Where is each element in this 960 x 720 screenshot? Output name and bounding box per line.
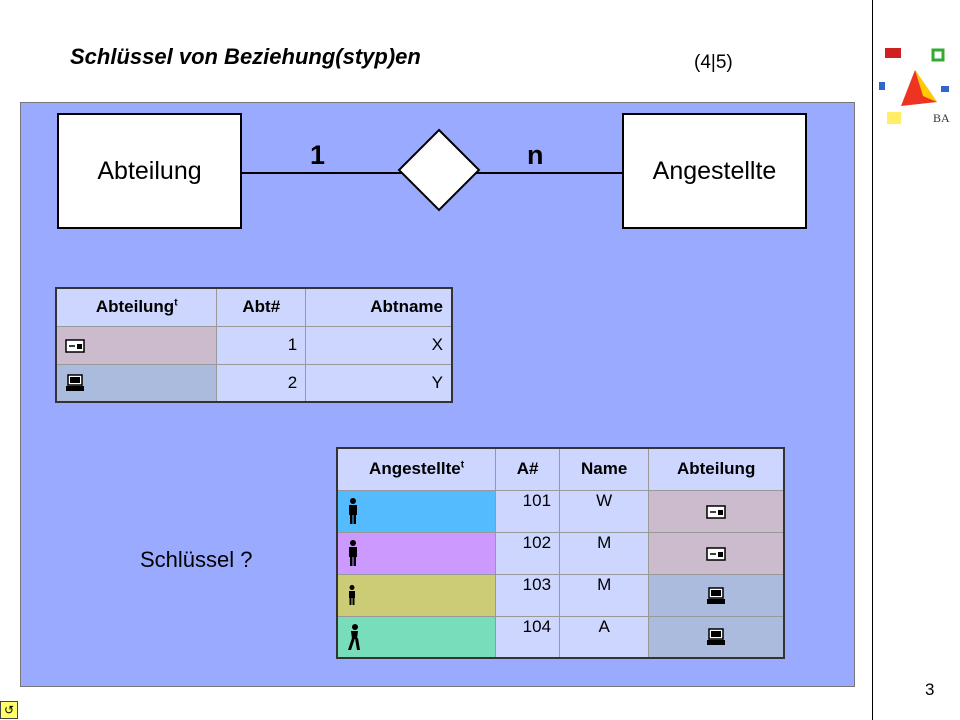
table-angestellte: Angestelltet A# Name Abteilung 101 W 102… xyxy=(336,447,785,659)
cell-abt: 1 xyxy=(216,325,307,365)
cell-dept xyxy=(648,615,785,659)
table-header-row: Abteilungt Abt# Abtname xyxy=(55,287,453,327)
relationship-diamond xyxy=(397,128,481,212)
cell-a: 102 xyxy=(495,531,561,575)
table-abteilung: Abteilungt Abt# Abtname 1 X 2 Y xyxy=(55,287,453,403)
cell-name: W xyxy=(559,489,650,533)
cell-dept xyxy=(648,573,785,617)
navigation-icon[interactable]: ↺ xyxy=(0,701,18,719)
person-icon xyxy=(349,498,357,524)
row-icon-cell xyxy=(336,531,497,575)
cell-name: M xyxy=(559,531,650,575)
table-row: 103 M xyxy=(336,573,785,617)
cell-a: 101 xyxy=(495,489,561,533)
entity-angestellte: Angestellte xyxy=(622,113,807,229)
row-icon-cell xyxy=(336,489,497,533)
cell-abt: 2 xyxy=(216,363,307,403)
row-icon-cell xyxy=(55,325,218,365)
entity-abteilung: Abteilung xyxy=(57,113,242,229)
cell-abtname: X xyxy=(305,325,453,365)
header-type: Abteilungt xyxy=(55,287,218,327)
folder-icon xyxy=(706,504,726,519)
row-icon-cell xyxy=(336,573,497,617)
cell-dept xyxy=(648,531,785,575)
table-row: 102 M xyxy=(336,531,785,575)
header-abteilung: Abteilung xyxy=(648,447,785,491)
header-abtname: Abtname xyxy=(305,287,453,327)
header-a-key: A# xyxy=(495,447,561,491)
person-walking-icon xyxy=(348,623,360,650)
cell-abtname: Y xyxy=(305,363,453,403)
institution-logo: BA xyxy=(879,48,950,125)
table-header-row: Angestelltet A# Name Abteilung xyxy=(336,447,785,491)
slide-title: Schlüssel von Beziehung(styp)en xyxy=(70,44,421,69)
cell-name: M xyxy=(559,573,650,617)
cell-dept xyxy=(648,489,785,533)
person-icon xyxy=(349,540,357,566)
cell-name: A xyxy=(559,615,650,659)
computer-icon xyxy=(707,586,726,604)
computer-icon xyxy=(707,628,726,646)
person-icon xyxy=(349,585,355,606)
row-icon-cell xyxy=(336,615,497,659)
svg-text:BA: BA xyxy=(933,111,950,125)
right-divider xyxy=(872,0,873,720)
table-row: 101 W xyxy=(336,489,785,533)
header-abt-key: Abt# xyxy=(216,287,307,327)
cell-a: 103 xyxy=(495,573,561,617)
folder-icon xyxy=(65,338,85,353)
cardinality-n: n xyxy=(527,140,544,170)
key-question: Schlüssel ? xyxy=(140,547,253,572)
computer-icon xyxy=(66,374,84,392)
cell-a: 104 xyxy=(495,615,561,659)
cardinality-one: 1 xyxy=(310,140,326,170)
table-row: 104 A xyxy=(336,615,785,659)
table-row: 1 X xyxy=(55,325,453,365)
row-icon-cell xyxy=(55,363,218,403)
header-name: Name xyxy=(559,447,650,491)
folder-icon xyxy=(706,546,726,561)
slide-fraction: (4|5) xyxy=(694,52,733,73)
header-type: Angestelltet xyxy=(336,447,497,491)
page-number: 3 xyxy=(925,680,935,699)
table-row: 2 Y xyxy=(55,363,453,403)
